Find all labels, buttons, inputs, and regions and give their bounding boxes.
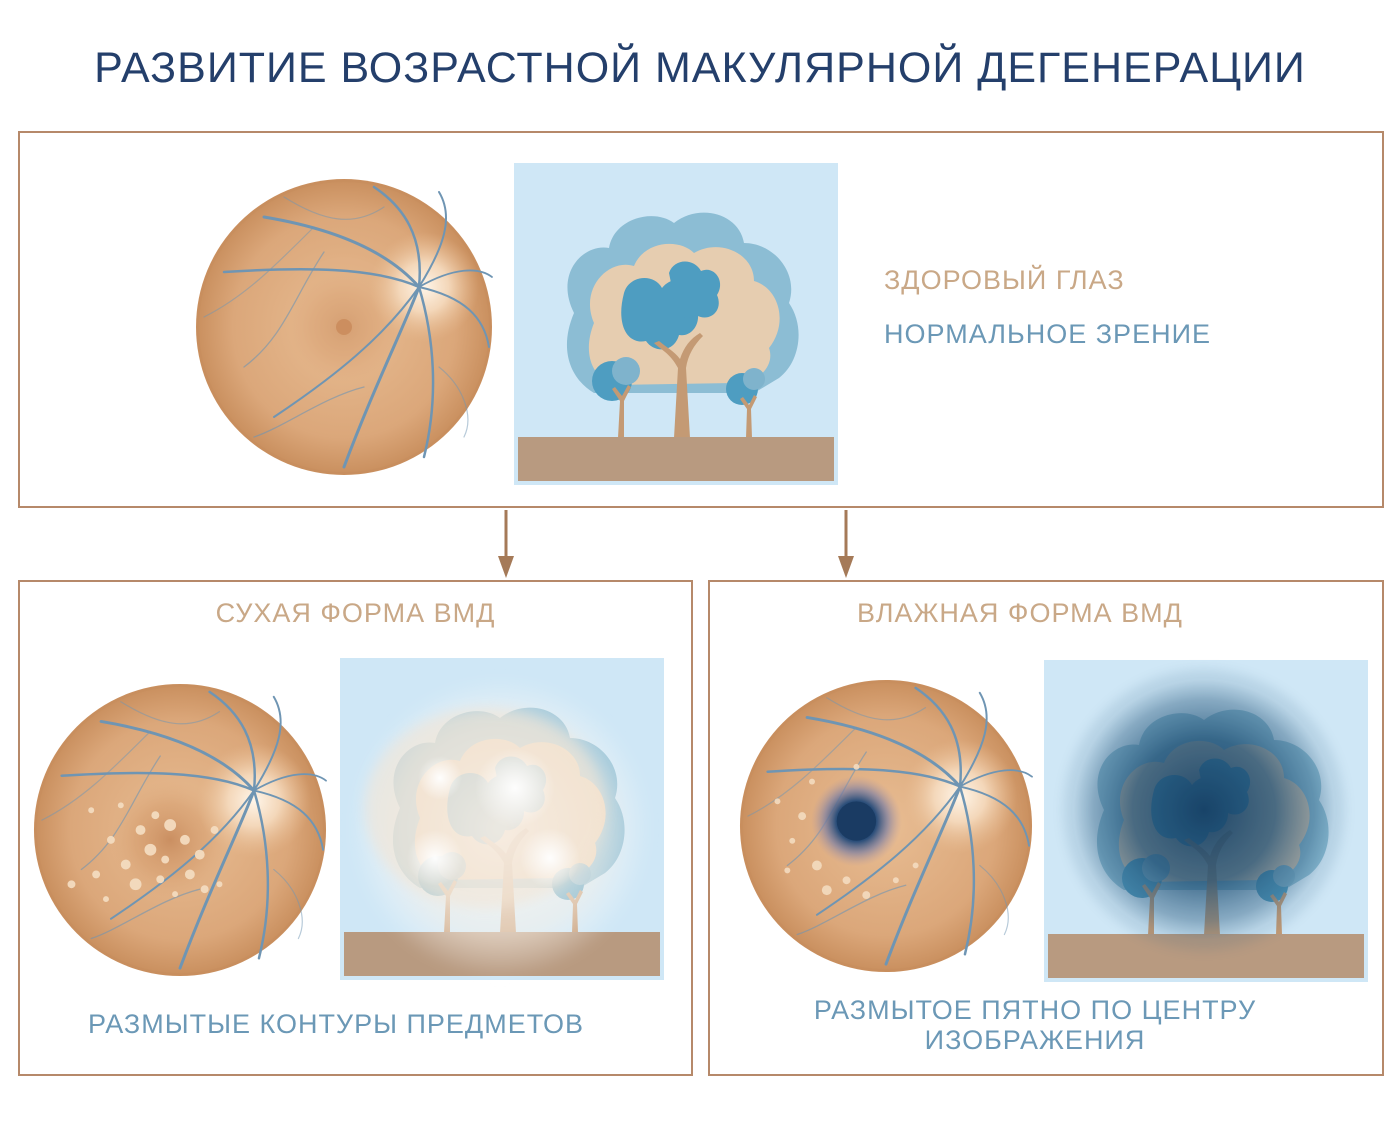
dry-amd-caption: РАЗМЫТЫЕ КОНТУРЫ ПРЕДМЕТОВ	[88, 1009, 584, 1039]
healthy-eye-panel: ЗДОРОВЫЙ ГЛАЗ НОРМАЛЬНОЕ ЗРЕНИЕ	[18, 131, 1384, 508]
healthy-eye-label: ЗДОРОВЫЙ ГЛАЗ	[884, 265, 1125, 295]
central-spot-tree-scene	[1044, 660, 1368, 982]
arrow-down-to-wet	[838, 510, 854, 578]
wet-amd-panel: ВЛАЖНАЯ ФОРМА ВМД РАЗМЫТОЕ ПЯТНО ПО ЦЕНТ…	[708, 580, 1384, 1076]
blurred-vision-tree-scene	[340, 658, 664, 980]
page-title: РАЗВИТИЕ ВОЗРАСТНОЙ МАКУЛЯРНОЙ ДЕГЕНЕРАЦ…	[94, 44, 1306, 92]
dry-amd-retina-illustration	[32, 682, 328, 978]
normal-vision-label: НОРМАЛЬНОЕ ЗРЕНИЕ	[884, 319, 1211, 349]
arrow-down-to-dry	[498, 510, 514, 578]
drusen-deposits	[774, 763, 919, 900]
dry-amd-panel: СУХАЯ ФОРМА ВМД РАЗМЫТЫЕ КОНТУРЫ ПРЕДМЕТ…	[18, 580, 693, 1076]
drusen-deposits	[67, 802, 223, 903]
wet-amd-caption-line2: ИЗОБРАЖЕНИЯ	[924, 1025, 1146, 1055]
wet-amd-retina-illustration	[738, 678, 1034, 974]
wet-amd-caption-line1: РАЗМЫТОЕ ПЯТНО ПО ЦЕНТРУ	[813, 995, 1257, 1025]
healthy-retina-illustration	[195, 178, 494, 476]
wet-amd-title: ВЛАЖНАЯ ФОРМА ВМД	[857, 598, 1183, 628]
dry-amd-title: СУХАЯ ФОРМА ВМД	[215, 598, 496, 628]
normal-vision-tree-scene	[514, 163, 838, 485]
